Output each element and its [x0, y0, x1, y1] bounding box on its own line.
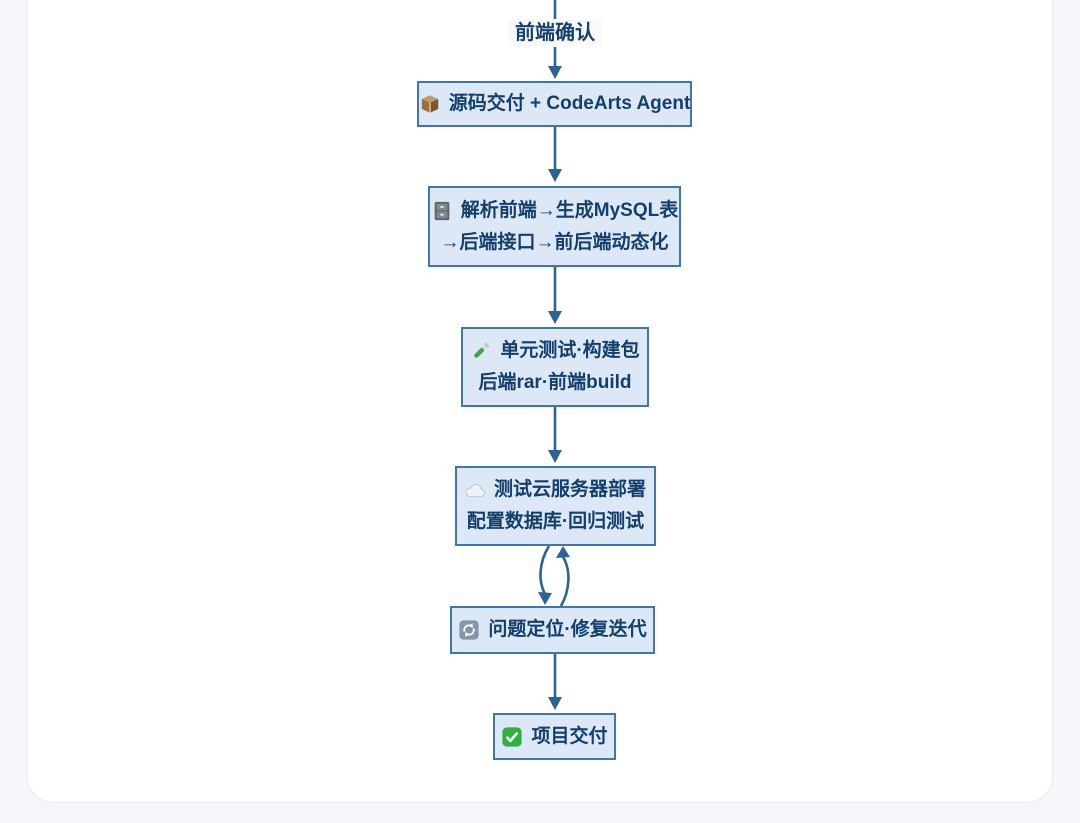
edge-deploy-to-fix-loop-down: [538, 545, 552, 605]
node-label: 测试云服务器部署: [493, 479, 646, 500]
edge-fix-to-deploy-loop-up: [556, 546, 570, 607]
test-tube-icon: [470, 340, 492, 362]
edge-top-to-source-delivery: [548, 0, 562, 79]
flow-node-cloud-deploy: 测试云服务器部署 配置数据库·回归测试: [455, 466, 656, 546]
edge-source-to-parse: [548, 127, 562, 182]
flow-node-unit-test-build: 单元测试·构建包 后端rar·前端build: [461, 327, 649, 407]
edge-label-frontend-confirm: 前端确认: [508, 20, 602, 46]
edge-unittest-to-deploy: [548, 407, 562, 463]
node-label-line2: 配置数据库·回归测试: [466, 511, 645, 532]
node-label: 项目交付: [531, 725, 608, 747]
flow-node-parse-generate: 解析前端→生成MySQL表 →后端接口→前后端动态化: [428, 186, 681, 267]
node-label: 解析前端→生成MySQL表: [460, 199, 679, 221]
file-cabinet-icon: [431, 200, 453, 222]
package-icon: [419, 93, 441, 115]
node-label: 源码交付 + CodeArts Agent: [448, 93, 691, 114]
check-icon: [501, 726, 523, 748]
node-label-line2: 后端rar·前端build: [478, 372, 632, 393]
refresh-icon: [458, 619, 480, 641]
flow-node-issue-fix-iterate: 问题定位·修复迭代: [450, 606, 655, 654]
flow-node-project-delivery: 项目交付: [493, 713, 616, 760]
node-label: 问题定位·修复迭代: [488, 619, 647, 640]
flow-node-source-delivery: 源码交付 + CodeArts Agent: [417, 81, 692, 127]
node-label-line2: →后端接口→前后端动态化: [440, 231, 669, 253]
edge-fix-to-delivery: [548, 654, 562, 710]
cloud-icon: [465, 483, 486, 498]
edge-parse-to-unittest: [548, 267, 562, 324]
node-label: 单元测试·构建包: [500, 340, 640, 361]
